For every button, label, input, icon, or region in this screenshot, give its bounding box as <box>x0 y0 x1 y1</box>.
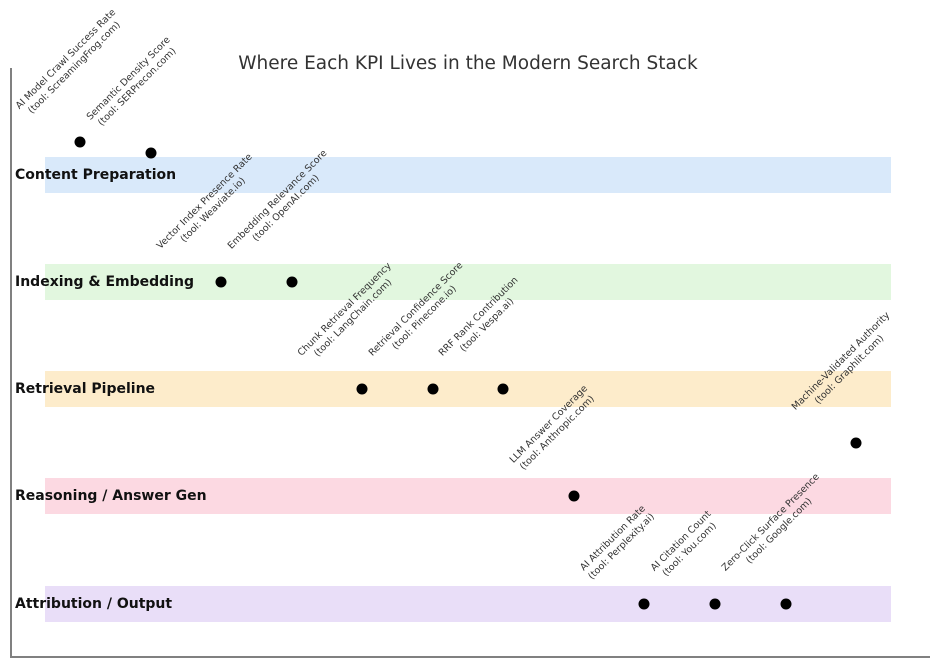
kpi-dot <box>709 598 721 609</box>
kpi-dot <box>427 383 439 395</box>
kpi-annotation-text: AI Citation Count(tool: You.com) <box>649 508 722 581</box>
x-axis-spine <box>10 656 930 658</box>
stage-label: Retrieval Pipeline <box>15 381 156 397</box>
chart-title: Where Each KPI Lives in the Modern Searc… <box>238 53 698 74</box>
y-axis-spine <box>10 68 12 658</box>
kpi-dot <box>215 276 227 288</box>
kpi-dot <box>638 598 650 609</box>
kpi-dot <box>850 437 862 449</box>
stage-label: Reasoning / Answer Gen <box>15 488 207 505</box>
kpi-dot <box>356 383 368 395</box>
stage-label: Indexing & Embedding <box>15 273 194 290</box>
stage-band <box>45 263 891 300</box>
kpi-dot <box>568 490 580 502</box>
kpi-dot <box>780 598 791 609</box>
stage-band <box>45 478 891 515</box>
stage-label: Content Preparation <box>15 166 177 183</box>
stage-band <box>45 585 891 622</box>
kpi-annotation-text: AI Attribution Rate(tool: Perplexity.ai) <box>578 502 657 581</box>
kpi-dot <box>286 276 298 288</box>
kpi-dot <box>145 147 157 159</box>
stage-band <box>45 371 891 407</box>
stage-label: Attribution / Output <box>15 595 173 612</box>
stage-band <box>45 156 891 193</box>
kpi-dot <box>497 383 509 395</box>
kpi-dot <box>74 136 86 148</box>
